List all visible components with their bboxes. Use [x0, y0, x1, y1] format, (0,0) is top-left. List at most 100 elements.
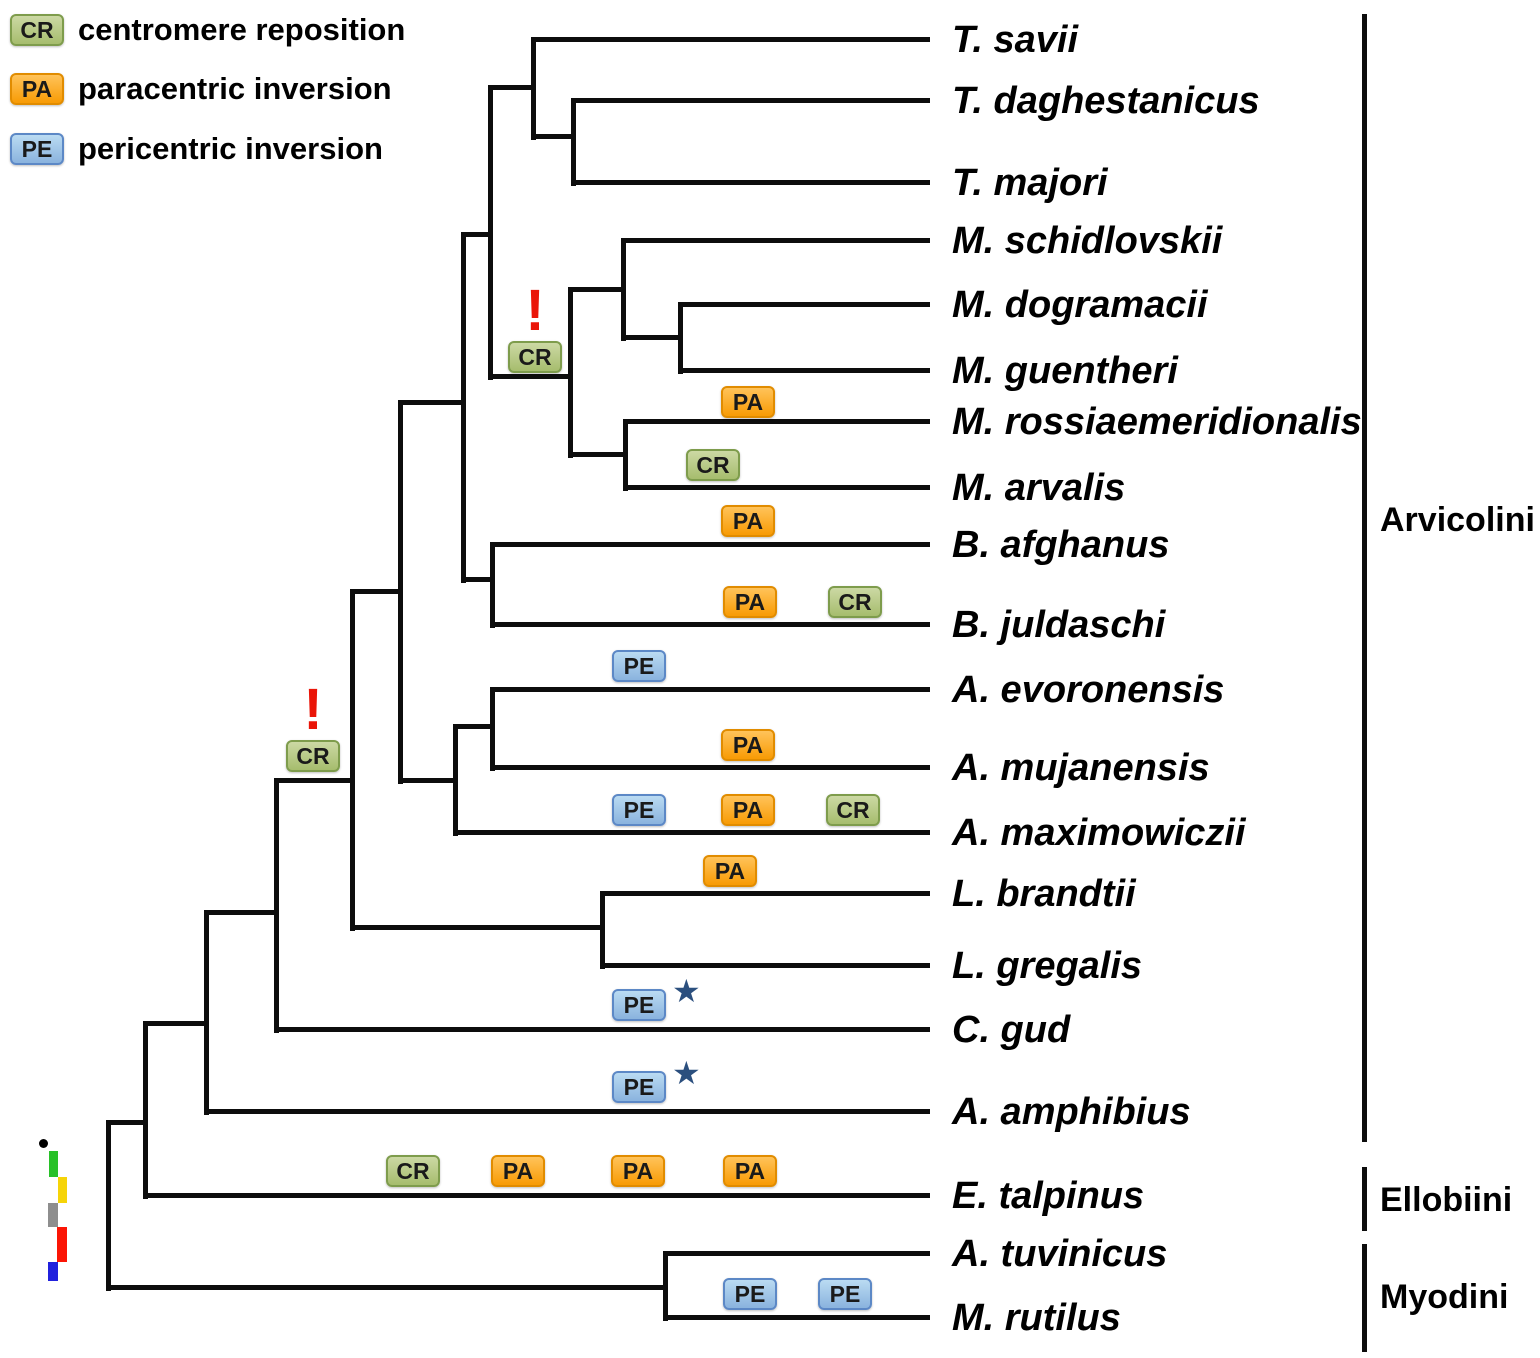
pe-badge: PE — [723, 1278, 777, 1310]
ideogram-segment-gray — [48, 1203, 58, 1227]
ideogram-segment-green — [49, 1151, 58, 1177]
tip-branch — [490, 622, 930, 627]
ideogram-dot — [39, 1139, 48, 1148]
species-label: M. guentheri — [952, 350, 1178, 392]
tree-branch-v — [453, 724, 458, 836]
cr-badge: CR — [828, 586, 882, 618]
species-label: C. gud — [952, 1009, 1071, 1051]
tip-branch — [571, 180, 930, 185]
tree-branch-h — [106, 1120, 147, 1125]
group-bracket — [1362, 14, 1367, 1142]
tree-branch-h — [143, 1021, 208, 1026]
tip-branch — [663, 1251, 930, 1256]
group-bracket — [1362, 1244, 1367, 1352]
tree-branch-v — [204, 910, 209, 1115]
ideogram-segment-red — [57, 1227, 67, 1262]
tree-branch-h — [488, 374, 572, 379]
tree-branch-h — [568, 452, 627, 457]
pa-badge: PA — [721, 505, 775, 537]
tip-branch — [678, 302, 930, 307]
species-label: A. tuvinicus — [952, 1233, 1168, 1275]
species-label: A. maximowiczii — [952, 812, 1246, 854]
tip-branch — [571, 98, 930, 103]
tree-branch-v — [490, 542, 495, 628]
group-label-ellobiini: Ellobiini — [1380, 1181, 1513, 1219]
species-label: M. rossiaemeridionalis — [952, 401, 1362, 443]
pa-badge: PA — [721, 794, 775, 826]
tree-branch-v — [663, 1251, 668, 1321]
species-label: L. brandtii — [952, 873, 1136, 915]
tip-branch — [623, 419, 930, 424]
group-bracket — [1362, 1167, 1367, 1231]
pe-badge: PE — [612, 1071, 666, 1103]
pe-badge: PE — [818, 1278, 872, 1310]
species-label: M. dogramacii — [952, 284, 1208, 326]
cr-badge: CR — [686, 449, 740, 481]
tree-branch-v — [398, 400, 403, 784]
tip-branch — [274, 1027, 930, 1032]
tree-branch-v — [621, 238, 626, 341]
legend-label: paracentric inversion — [78, 71, 392, 106]
tree-branch-v — [143, 1021, 148, 1199]
tip-branch — [453, 830, 930, 835]
pa-badge: PA — [723, 1155, 777, 1187]
pa-badge: PA — [721, 386, 775, 418]
tip-branch — [678, 368, 930, 373]
tree-branch-h — [274, 778, 354, 783]
cr-badge: CR — [386, 1155, 440, 1187]
pa-badge: PA — [491, 1155, 545, 1187]
species-label: M. rutilus — [952, 1297, 1121, 1339]
species-label: E. talpinus — [952, 1175, 1145, 1217]
tree-branch-h — [568, 287, 625, 292]
tree-branch-h — [461, 232, 492, 237]
tree-branch-h — [453, 724, 494, 729]
species-label: A. mujanensis — [952, 747, 1210, 789]
tree-branch-h — [204, 910, 278, 915]
species-label: T. daghestanicus — [952, 80, 1260, 122]
exclamation-mark: ! — [303, 677, 323, 742]
pe-badge: PE — [612, 794, 666, 826]
legend-label: centromere reposition — [78, 12, 406, 47]
pa-badge: PA — [721, 729, 775, 761]
species-label: T. majori — [952, 162, 1108, 204]
tree-branch-v — [488, 85, 493, 380]
tree-branch-v — [623, 419, 628, 491]
pa-badge: PA — [723, 586, 777, 618]
group-label-arvicolini: Arvicolini — [1380, 501, 1535, 539]
tree-branch-v — [461, 232, 466, 583]
species-label: B. afghanus — [952, 524, 1170, 566]
tree-branch-h — [350, 925, 604, 930]
ideogram-segment-blue — [48, 1262, 58, 1281]
pa-badge: PA — [611, 1155, 665, 1187]
species-label: A. evoronensis — [952, 669, 1225, 711]
pe-badge: PE — [612, 650, 666, 682]
species-label: A. amphibius — [952, 1091, 1191, 1133]
legend-cr-badge: CR — [10, 14, 64, 46]
tree-branch-h — [106, 1285, 667, 1290]
tree-branch-v — [106, 1120, 111, 1291]
tip-branch — [490, 542, 930, 547]
tree-branch-h — [461, 577, 494, 582]
species-label: B. juldaschi — [952, 604, 1166, 646]
tree-branch-h — [488, 85, 535, 90]
tip-branch — [600, 891, 930, 896]
tip-branch — [204, 1109, 930, 1114]
species-label: L. gregalis — [952, 945, 1143, 987]
tip-branch — [143, 1193, 930, 1198]
tree-branch-v — [678, 302, 683, 374]
tree-branch-h — [398, 400, 465, 405]
tree-branch-h — [621, 335, 682, 340]
tree-branch-v — [274, 778, 279, 1033]
legend-pa-badge: PA — [10, 73, 64, 105]
cr-badge: CR — [826, 794, 880, 826]
tree-branch-v — [490, 687, 495, 771]
tip-branch — [600, 963, 930, 968]
tip-branch — [663, 1315, 930, 1320]
cr-badge: CR — [286, 740, 340, 772]
tree-branch-v — [571, 98, 576, 186]
tree-branch-v — [600, 891, 605, 969]
species-label: M. arvalis — [952, 467, 1126, 509]
cr-badge: CR — [508, 341, 562, 373]
pe-badge: PE — [612, 989, 666, 1021]
